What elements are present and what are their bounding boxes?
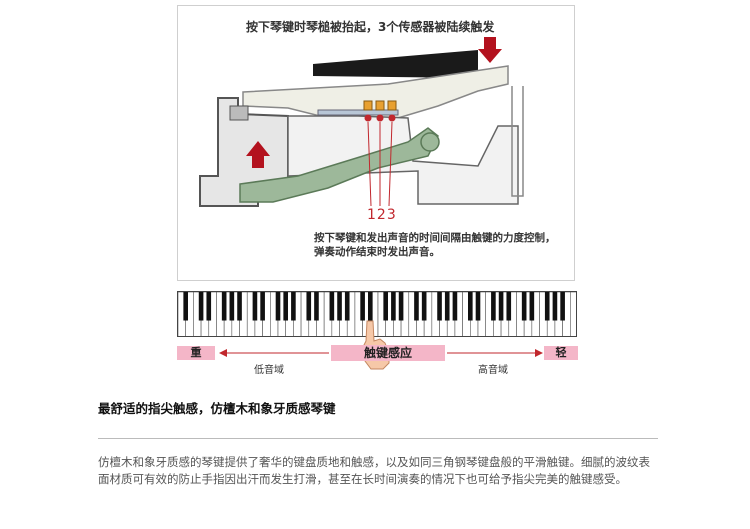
caption-top: 按下琴键时琴槌被抬起，3个传感器被陆续触发 — [246, 18, 494, 35]
section-divider — [98, 438, 658, 439]
down-arrow-icon — [478, 37, 502, 63]
sensor-board — [318, 110, 398, 115]
left-arrow-icon — [219, 349, 227, 357]
touch-sensitivity-label: 触键感应 — [331, 345, 445, 361]
frame-block — [230, 106, 248, 120]
right-arrow-icon — [535, 349, 543, 357]
high-range-label: 高音域 — [478, 361, 508, 376]
lever-pivot — [421, 133, 439, 151]
sensor-1 — [364, 101, 372, 110]
sensor-3 — [388, 101, 396, 110]
caption-bottom-line-1: 按下琴键和发出声音的时间间隔由触键的力度控制， — [314, 231, 556, 245]
sensor-contact-1 — [365, 115, 372, 122]
sensor-numbers: 123 — [367, 207, 397, 223]
feature-description: 仿檀木和象牙质感的琴键提供了奢华的键盘质地和触感，以及如同三角钢琴键盘般的平滑触… — [98, 454, 658, 488]
light-touch-label: 轻 — [544, 346, 578, 360]
sensor-contact-2 — [377, 115, 384, 122]
sensor-2 — [376, 101, 384, 110]
heavy-touch-label: 重 — [177, 346, 215, 360]
caption-bottom-line-2: 弹奏动作结束时发出声音。 — [314, 245, 556, 259]
mechanism-diagram-panel: 按下琴键时琴槌被抬起，3个传感器被陆续触发 123 按下琴键和发出声音的时间间隔… — [177, 5, 575, 281]
caption-bottom: 按下琴键和发出声音的时间间隔由触键的力度控制， 弹奏动作结束时发出声音。 — [314, 231, 556, 259]
low-range-label: 低音域 — [254, 361, 284, 376]
feature-title: 最舒适的指尖触感，仿檀木和象牙质感琴键 — [98, 398, 336, 417]
sensor-contact-3 — [389, 115, 396, 122]
